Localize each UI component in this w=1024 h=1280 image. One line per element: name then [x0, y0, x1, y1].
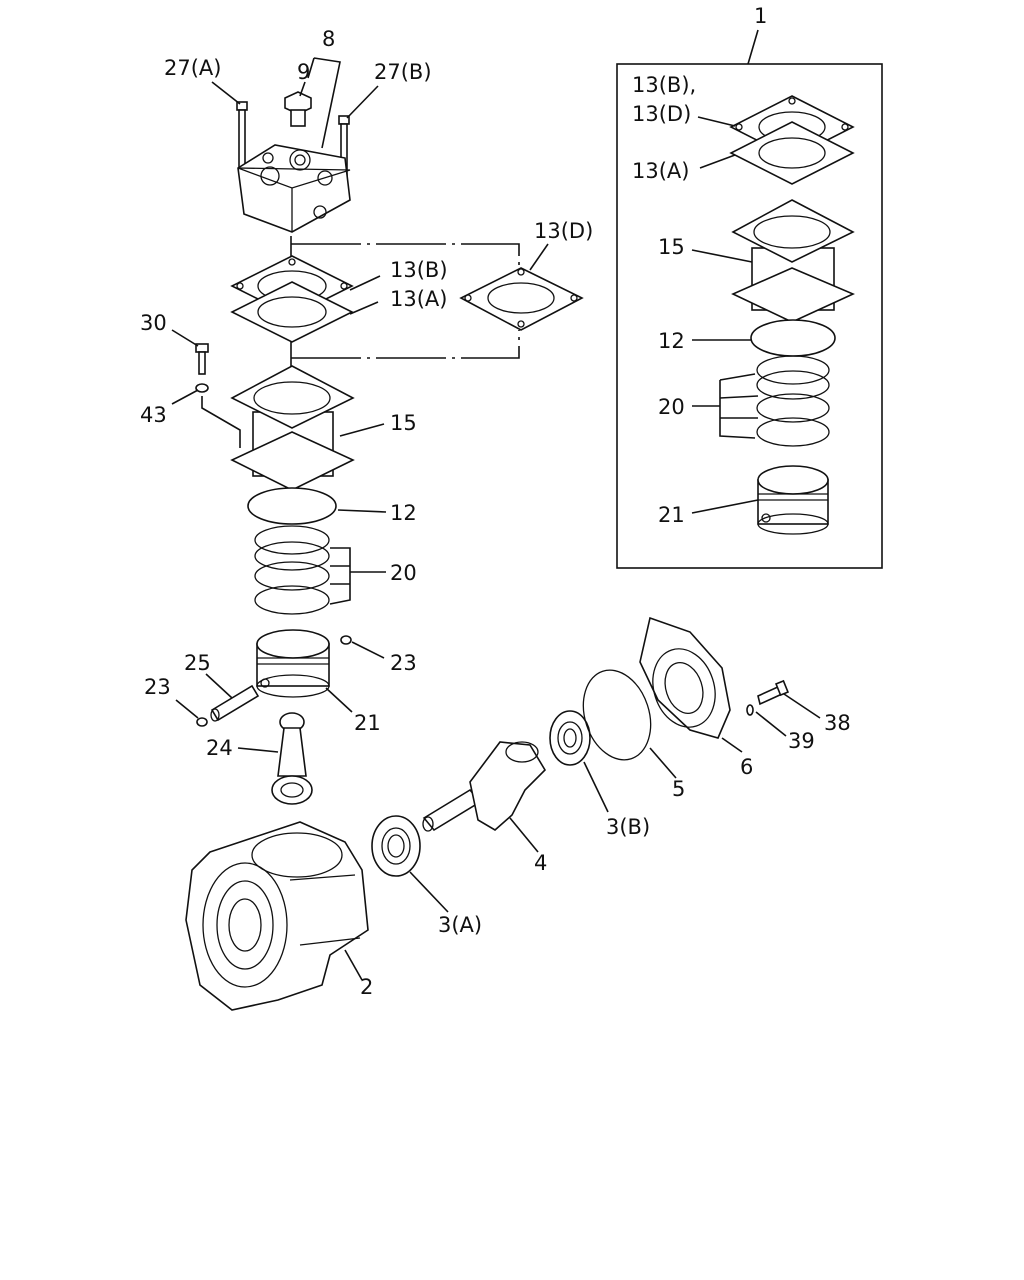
label-13bd-inset-1: 13(B),: [632, 73, 696, 97]
label-21: 21: [354, 711, 381, 735]
label-8: 8: [322, 27, 335, 51]
label-5: 5: [672, 777, 685, 801]
bolt-38: [757, 679, 789, 706]
cylinder-15: [230, 365, 355, 491]
bearing-3a: [371, 815, 421, 877]
circlip-23-left: [196, 717, 208, 727]
bolt-27b: [338, 115, 350, 177]
circlip-23-right: [340, 635, 352, 645]
label-39: 39: [788, 729, 815, 753]
label-21-inset: 21: [658, 503, 685, 527]
piston-rings-20: [254, 525, 330, 615]
label-13a: 13(A): [390, 287, 447, 311]
label-1: 1: [754, 4, 767, 28]
label-2: 2: [360, 975, 373, 999]
crankcase-2: [185, 821, 369, 1011]
label-9: 9: [297, 60, 310, 84]
label-3b: 3(B): [606, 815, 650, 839]
inset-piston-21: [757, 465, 829, 535]
gasket-ring-12: [247, 487, 337, 525]
bearing-3b: [549, 710, 591, 766]
label-23-right: 23: [390, 651, 417, 675]
label-23-left: 23: [144, 675, 171, 699]
inset-gasket-13a: [729, 121, 855, 185]
connecting-rod-24: [271, 712, 313, 805]
label-38: 38: [824, 711, 851, 735]
label-13b: 13(B): [390, 258, 448, 282]
label-24: 24: [206, 736, 233, 760]
label-20-inset: 20: [658, 395, 685, 419]
label-30: 30: [140, 311, 167, 335]
label-12-inset: 12: [658, 329, 685, 353]
inset-cylinder-15: [731, 199, 855, 323]
label-12: 12: [390, 501, 417, 525]
washer-39: [746, 704, 754, 716]
label-27b: 27(B): [374, 60, 432, 84]
label-13bd-inset-2: 13(D): [632, 102, 691, 126]
label-27a: 27(A): [164, 56, 221, 80]
label-43: 43: [140, 403, 167, 427]
gasket-13a: [230, 281, 354, 343]
o-ring-5: [582, 669, 652, 761]
inset-gasket-ring-12: [750, 319, 836, 357]
label-15-inset: 15: [658, 235, 685, 259]
crankshaft-4: [422, 741, 547, 832]
cylinder-head: [237, 144, 351, 233]
label-25: 25: [184, 651, 211, 675]
piston-pin-25: [210, 684, 260, 722]
label-6: 6: [740, 755, 753, 779]
plug-9: [284, 91, 312, 127]
label-13d: 13(D): [534, 219, 593, 243]
inset-piston-rings-20: [756, 355, 830, 447]
end-cover-6: [639, 616, 731, 739]
washer-43: [195, 383, 209, 393]
piston-21: [256, 629, 330, 698]
label-20: 20: [390, 561, 417, 585]
label-15: 15: [390, 411, 417, 435]
kit-leader-1: [747, 29, 759, 65]
kit-inset-box: [616, 63, 883, 569]
bolt-27a: [236, 101, 248, 169]
bolt-30: [195, 343, 209, 375]
gasket-13d: [459, 267, 584, 331]
label-3a: 3(A): [438, 913, 482, 937]
label-13a-inset: 13(A): [632, 159, 689, 183]
label-4: 4: [534, 851, 547, 875]
